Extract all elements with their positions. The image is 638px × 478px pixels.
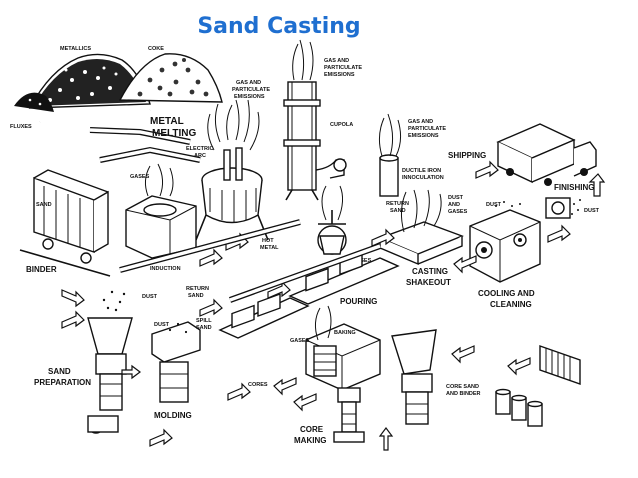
ductile-iron-label-1: DUCTILE IRON [402, 168, 441, 174]
metallics-label: METALLICS [60, 46, 91, 52]
binder-label: BINDER [26, 265, 57, 274]
metal-melting-label-2: MELTING [152, 128, 196, 139]
page-title: Sand Casting [197, 14, 361, 39]
dust-sand-prep-label: DUST [142, 294, 158, 300]
sand-rail-car [19, 169, 111, 277]
dust-gases-label-3: GASES [448, 209, 468, 215]
sand-label: SAND [36, 202, 52, 208]
core-sand-hopper [391, 329, 437, 425]
pouring-label: POURING [340, 297, 377, 306]
cupola-emissions-label-2: PARTICULATE [324, 65, 362, 71]
core-sand-binder-label-1: CORE SAND [446, 384, 479, 390]
cupola-emissions-label-1: GAS AND [324, 58, 349, 64]
molding-machine [151, 321, 201, 403]
cupola-emissions-label-3: EMISSIONS [324, 72, 355, 78]
shipping-label: SHIPPING [448, 151, 486, 160]
core-baking-oven [305, 305, 381, 391]
electric-arc-furnace [195, 99, 269, 241]
cooling-cleaning-label-2: CLEANING [490, 300, 532, 309]
return-sand-top-label-2: SAND [390, 208, 406, 214]
core-making-machine [333, 387, 365, 443]
electric-arc-label-1: ELECTRIC [186, 146, 214, 152]
induction-furnace [125, 163, 197, 259]
sand-preparation-label-1: SAND [48, 367, 71, 376]
shipping-truck [496, 123, 597, 186]
core-making-label-1: CORE [300, 425, 324, 434]
dust-finish-right-label: DUST [584, 208, 600, 214]
metal-melting-label-1: METAL [150, 116, 184, 127]
finishing-grinder [545, 197, 581, 219]
dust-molding-label: DUST [154, 322, 170, 328]
return-sand-mid-label-2: SAND [188, 293, 204, 299]
cores-label: CORES [248, 382, 268, 388]
cooling-cleaning-label-1: COOLING AND [478, 289, 535, 298]
dust-finish-left-label: DUST [486, 202, 502, 208]
hot-metal-label-1: HOT [262, 238, 274, 244]
cupola-furnace [283, 39, 347, 201]
dust-gases-label-2: AND [448, 202, 460, 208]
inoculation-emissions-label-2: PARTICULATE [408, 126, 446, 132]
gases-core-label: GASES [290, 338, 310, 344]
ductile-iron-ladle [378, 113, 402, 197]
finishing-label: FINISHING [554, 183, 594, 192]
return-sand-top-label-1: RETURN [386, 201, 409, 207]
inoculation-emissions-label-3: EMISSIONS [408, 133, 439, 139]
spill-sand-label-2: SAND [196, 325, 212, 331]
cupola-label: CUPOLA [330, 122, 353, 128]
material-conveyors [39, 108, 201, 163]
core-making-label-2: MAKING [294, 436, 326, 445]
ductile-iron-label-2: INNOCULATION [402, 175, 444, 181]
fluxes-label: FLUXES [10, 124, 32, 130]
sand-bags [539, 345, 581, 385]
core-sand-binder-label-2: AND BINDER [446, 391, 481, 397]
pouring-ladle [317, 185, 347, 255]
cooling-cleaning-machine [469, 201, 541, 283]
gas-particulate-label-2: PARTICULATE [232, 87, 270, 93]
casting-shakeout-label-1: CASTING [412, 267, 448, 276]
gases-induction-label: GASES [130, 174, 150, 180]
coke-label: COKE [148, 46, 164, 52]
return-sand-belts [119, 219, 382, 303]
induction-label: INDUCTION [150, 266, 181, 272]
binder-drums [495, 388, 543, 427]
fluxes-pile [14, 92, 54, 112]
casting-shakeout-label-2: SHAKEOUT [406, 278, 451, 287]
flow-arrows [61, 160, 606, 451]
spill-sand-label-1: SPILL [196, 318, 212, 324]
inoculation-emissions-label-1: GAS AND [408, 119, 433, 125]
molding-label: MOLDING [154, 411, 192, 420]
gas-particulate-label-1: GAS AND [236, 80, 261, 86]
baking-label: BAKING [334, 330, 356, 336]
return-sand-mid-label-1: RETURN [186, 286, 209, 292]
electric-arc-label-2: ARC [194, 153, 206, 159]
sand-preparation-muller [87, 290, 133, 434]
gas-particulate-label-3: EMISSIONS [234, 94, 265, 100]
coke-pile [118, 53, 223, 103]
dust-gases-label-1: DUST [448, 195, 464, 201]
sand-preparation-label-2: PREPARATION [34, 378, 91, 387]
hot-metal-label-2: METAL [260, 245, 279, 251]
